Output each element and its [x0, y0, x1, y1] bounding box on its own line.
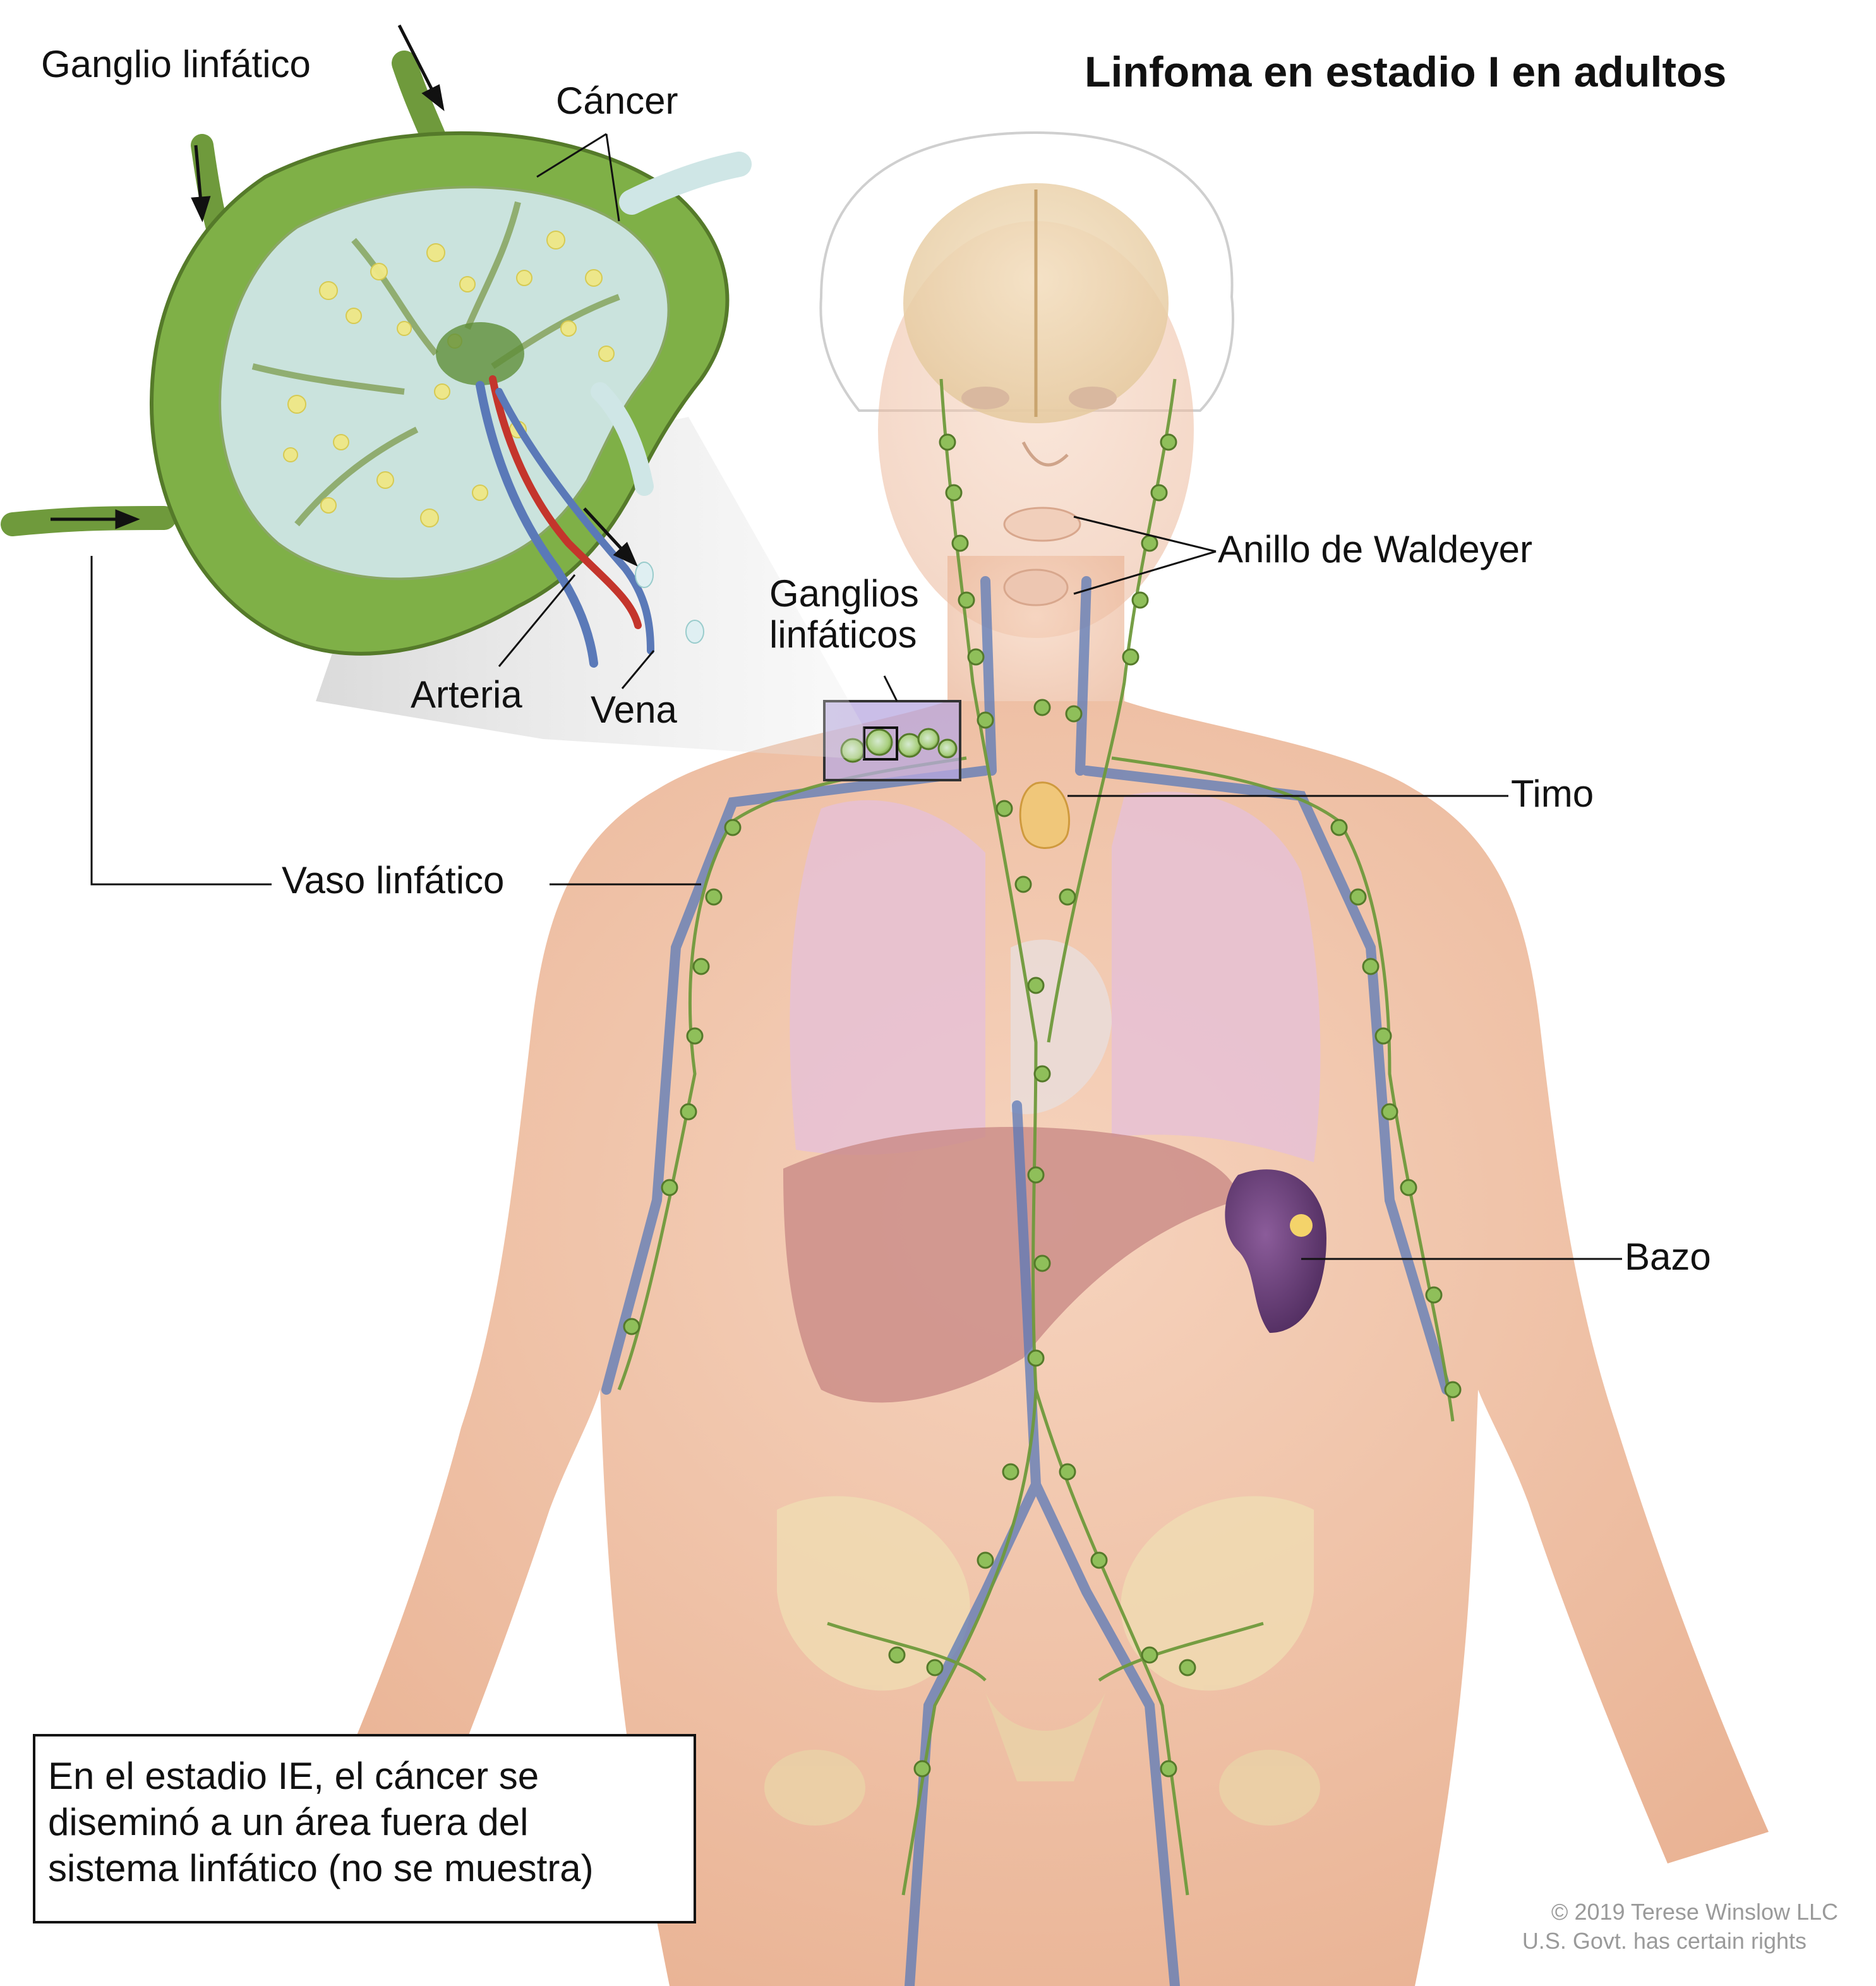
stage-note-line-3: sistema linfático (no se muestra) [48, 1847, 594, 1890]
lymph-nodes [623, 433, 1462, 1778]
label-anillo-de-waldeyer: Anillo de Waldeyer [1218, 528, 1533, 570]
lungs [790, 791, 1321, 1162]
spleen [1225, 1169, 1326, 1333]
artery [489, 375, 642, 629]
credit-line-1: © 2019 Terese Winslow LLC [1551, 1899, 1838, 1925]
pelvis [764, 1496, 1320, 1826]
label-ganglio-linfatico: Ganglio linfático [41, 43, 311, 85]
liver [783, 1127, 1238, 1403]
label-bazo: Bazo [1625, 1236, 1711, 1278]
waldeyer-ring-tissue [1003, 507, 1081, 542]
diagram-title: Linfoma en estadio I en adultos [1085, 48, 1727, 96]
label-ganglios-linfaticos: Ganglios linfáticos [769, 572, 919, 656]
label-timo: Timo [1511, 773, 1594, 815]
leader-lines [90, 133, 1622, 1260]
label-arteria: Arteria [411, 673, 522, 716]
vein [476, 381, 598, 668]
highlighted-nodes [840, 728, 958, 763]
label-ganglios-linfaticos-line2: linfáticos [769, 613, 917, 656]
thymus [1019, 781, 1071, 849]
stage-note-box: En el estadio IE, el cáncer se diseminó … [33, 1734, 696, 1923]
stage-note-line-1: En el estadio IE, el cáncer se [48, 1755, 539, 1797]
label-cancer: Cáncer [556, 80, 678, 122]
label-vaso-linfatico: Vaso linfático [282, 859, 505, 901]
credit-line-2: U.S. Govt. has certain rights [1522, 1928, 1807, 1954]
lymph-node-inset [1, 24, 752, 668]
label-vena: Vena [591, 689, 677, 731]
label-ganglios-linfaticos-line1: Ganglios [769, 572, 919, 615]
stage-note-line-2: diseminó a un área fuera del [48, 1801, 529, 1844]
